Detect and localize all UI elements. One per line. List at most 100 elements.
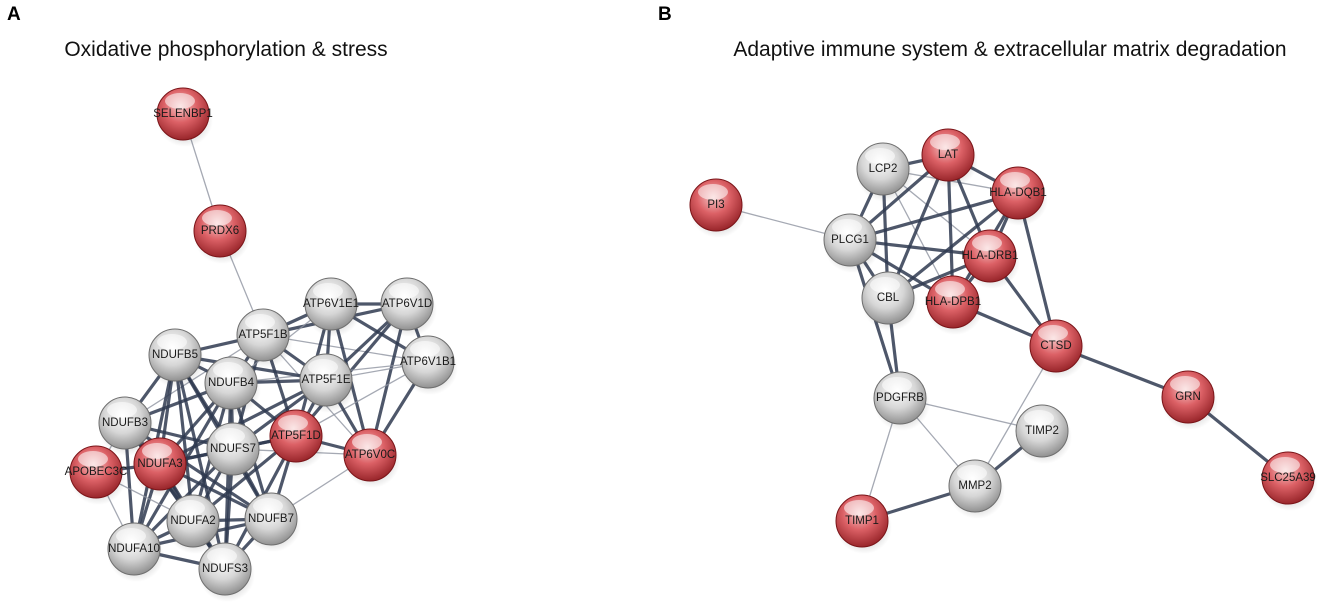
node-ndufa3[interactable]: NDUFA3	[133, 437, 190, 497]
node-gloss	[78, 451, 108, 467]
node-selenbp1[interactable]: SELENBP1	[153, 87, 213, 147]
node-mmp2[interactable]: MMP2	[948, 459, 1005, 519]
node-gloss	[957, 465, 987, 481]
node-label: PRDX6	[201, 225, 239, 237]
node-label: NDUFA2	[170, 515, 215, 527]
node-hla-dpb1[interactable]: HLA-DPB1	[925, 275, 983, 335]
node-atp6v1e1[interactable]: ATP6V1E1	[303, 277, 361, 337]
node-gloss	[215, 428, 245, 444]
node-label: NDUFS7	[210, 443, 256, 455]
node-label: NDUFB7	[248, 513, 294, 525]
node-label: CTSD	[1040, 340, 1071, 352]
node-label: ATP5F1E	[302, 374, 351, 386]
node-gloss	[352, 434, 382, 450]
node-gloss	[1170, 376, 1200, 392]
node-pdgfrb[interactable]: PDGFRB	[873, 371, 930, 431]
panel-a-letter: A	[7, 4, 21, 25]
node-plcg1[interactable]: PLCG1	[823, 213, 880, 273]
node-lcp2[interactable]: LCP2	[856, 142, 913, 202]
node-gloss	[253, 498, 283, 514]
node-gloss	[213, 362, 243, 378]
panel-b-letter: B	[658, 4, 672, 25]
node-label: NDUFB5	[152, 349, 198, 361]
node-timp2[interactable]: TIMP2	[1015, 404, 1072, 464]
node-gloss	[1038, 325, 1068, 341]
node-atp5f1d[interactable]: ATP5F1D	[269, 409, 326, 469]
node-gloss	[142, 443, 172, 459]
node-gloss	[870, 277, 900, 293]
node-label: NDUFB4	[208, 377, 255, 389]
node-ndufb3[interactable]: NDUFB3	[98, 396, 155, 456]
node-prdx6[interactable]: PRDX6	[193, 204, 250, 264]
node-atp5f1e[interactable]: ATP5F1E	[299, 353, 356, 413]
node-gloss	[308, 359, 338, 375]
node-ndufs7[interactable]: NDUFS7	[206, 422, 263, 482]
node-label: APOBEC3C	[65, 466, 128, 478]
panel-a-title: Oxidative phosphorylation & stress	[64, 38, 387, 61]
node-label: ATP6V1B1	[400, 356, 456, 368]
node-label: ATP6V1E1	[303, 298, 359, 310]
node-gloss	[165, 93, 195, 109]
node-ndufb4[interactable]: NDUFB4	[204, 356, 261, 416]
node-label: PLCG1	[831, 234, 869, 246]
node-label: MMP2	[958, 480, 991, 492]
node-gloss	[844, 500, 874, 516]
node-gloss	[935, 281, 965, 297]
node-label: HLA-DRB1	[962, 250, 1019, 262]
node-atp6v0c[interactable]: ATP6V0C	[343, 428, 400, 488]
node-ndufb7[interactable]: NDUFB7	[244, 492, 301, 552]
node-gloss	[1024, 410, 1054, 426]
node-gloss	[698, 184, 728, 200]
node-label: TIMP1	[845, 515, 879, 527]
node-gloss	[116, 528, 146, 544]
node-timp1[interactable]: TIMP1	[835, 494, 892, 554]
node-label: HLA-DQB1	[989, 187, 1047, 199]
node-label: ATP5F1D	[271, 430, 321, 442]
node-gloss	[882, 377, 912, 393]
node-label: SLC25A39	[1260, 472, 1316, 484]
node-label: LCP2	[869, 163, 898, 175]
node-grn[interactable]: GRN	[1161, 370, 1218, 430]
node-label: CBL	[877, 292, 900, 304]
node-label: SELENBP1	[153, 108, 212, 120]
node-atp5f1b[interactable]: ATP5F1B	[236, 308, 293, 368]
node-gloss	[832, 219, 862, 235]
panel-a: A Oxidative phosphorylation & stress SEL…	[7, 4, 458, 602]
node-gloss	[207, 548, 237, 564]
node-label: NDUFA3	[137, 458, 182, 470]
node-gloss	[1270, 457, 1300, 473]
node-label: NDUFA10	[108, 543, 160, 555]
edge-plcg1-hla-dqb1	[848, 191, 1020, 242]
node-atp6v1b1[interactable]: ATP6V1B1	[400, 335, 458, 395]
node-ndufa2[interactable]: NDUFA2	[166, 494, 223, 554]
node-apobec3c[interactable]: APOBEC3C	[65, 445, 128, 505]
node-ndufa10[interactable]: NDUFA10	[107, 522, 164, 582]
node-label: HLA-DPB1	[925, 296, 981, 308]
panel-b: B Adaptive immune system & extracellular…	[658, 4, 1318, 554]
node-label: GRN	[1175, 391, 1201, 403]
node-gloss	[202, 210, 232, 226]
panel-b-title: Adaptive immune system & extracellular m…	[733, 38, 1286, 61]
node-atp6v1d[interactable]: ATP6V1D	[380, 277, 437, 337]
node-label: TIMP2	[1025, 425, 1059, 437]
node-hla-drb1[interactable]: HLA-DRB1	[962, 229, 1020, 289]
node-label: PDGFRB	[876, 392, 924, 404]
node-lat[interactable]: LAT	[921, 128, 978, 188]
node-ndufb5[interactable]: NDUFB5	[148, 328, 205, 388]
node-ctsd[interactable]: CTSD	[1029, 319, 1086, 379]
node-hla-dqb1[interactable]: HLA-DQB1	[989, 166, 1048, 226]
node-gloss	[245, 314, 275, 330]
node-label: PI3	[707, 199, 724, 211]
node-gloss	[278, 415, 308, 431]
node-gloss	[107, 402, 137, 418]
node-ndufs3[interactable]: NDUFS3	[198, 542, 255, 602]
node-slc25a39[interactable]: SLC25A39	[1260, 451, 1318, 511]
node-gloss	[389, 283, 419, 299]
node-cbl[interactable]: CBL	[861, 271, 918, 331]
node-gloss	[930, 134, 960, 150]
node-gloss	[157, 334, 187, 350]
node-pi3[interactable]: PI3	[689, 178, 746, 238]
